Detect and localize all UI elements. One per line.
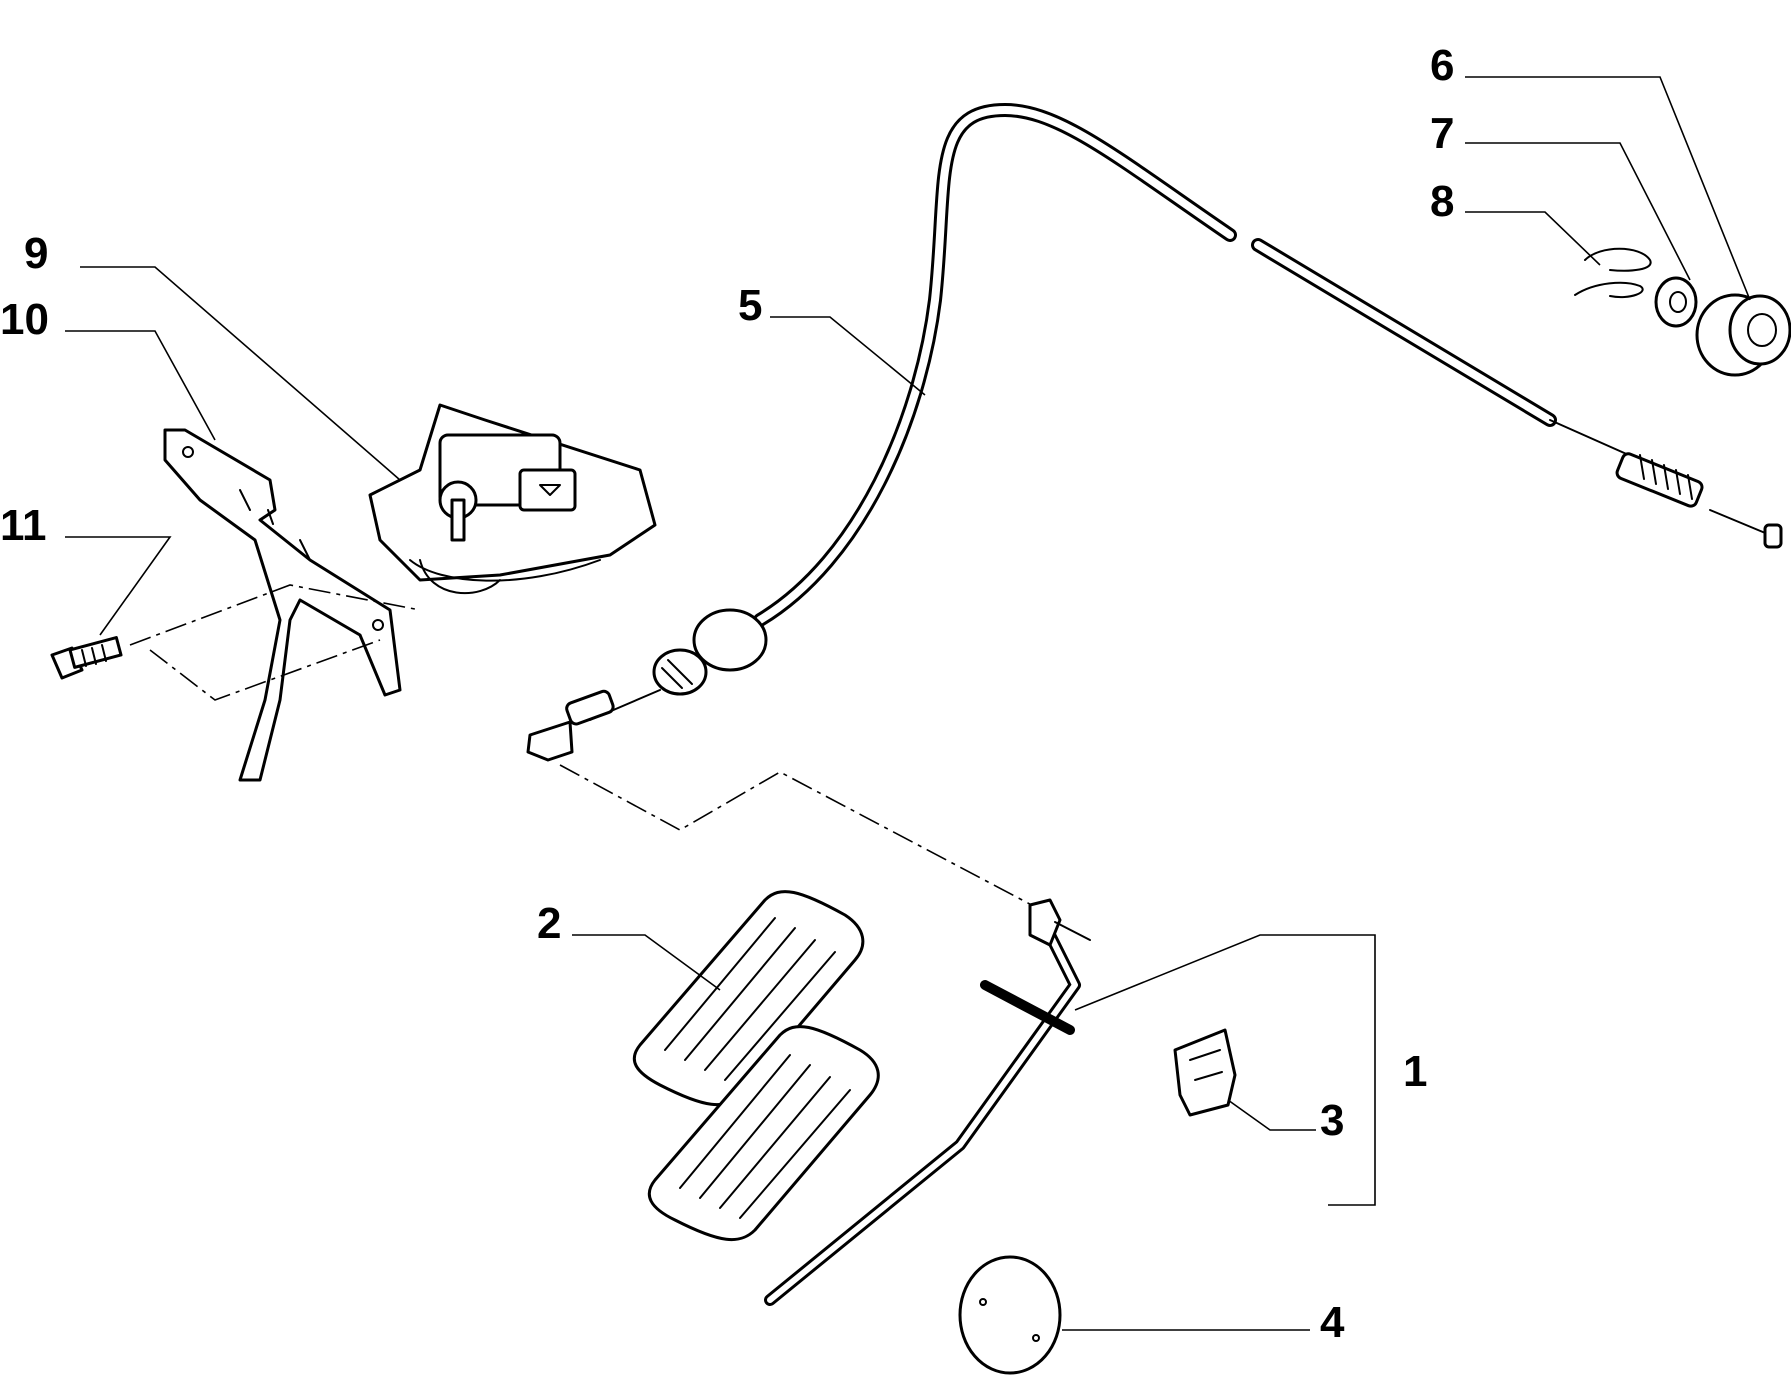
cable-end-fitting — [652, 608, 768, 696]
leader-8 — [1465, 211, 1601, 266]
assembly-line-bolt-bracket — [129, 584, 421, 701]
callout-10: 10 — [0, 295, 49, 344]
pedal-lever-assembly — [647, 898, 1091, 1306]
callout-4: 4 — [1320, 1298, 1345, 1347]
callout-1: 1 — [1403, 1047, 1427, 1096]
callout-7: 7 — [1430, 109, 1454, 158]
accelerator-cable — [526, 103, 1783, 762]
callout-5: 5 — [738, 281, 762, 330]
bolt — [50, 636, 123, 680]
pedal-pad — [632, 890, 865, 1107]
callout-2: 2 — [537, 899, 561, 948]
leader-5 — [770, 316, 926, 396]
pedal-clip — [1173, 1028, 1237, 1117]
callout-11: 11 — [0, 501, 47, 550]
callout-6: 6 — [1430, 41, 1454, 90]
cable-adjuster-spring — [1615, 452, 1704, 508]
pedal-bracket — [163, 428, 402, 782]
leader-2 — [572, 934, 721, 991]
leader-3 — [1227, 1099, 1316, 1131]
leader-11 — [65, 536, 172, 636]
leader-1 — [1074, 934, 1376, 1206]
callout-9: 9 — [24, 229, 48, 278]
leader-6 — [1465, 76, 1751, 301]
floor-disc — [958, 1255, 1062, 1375]
leader-7 — [1465, 142, 1691, 281]
leader-9 — [80, 266, 401, 481]
callout-3: 3 — [1320, 1096, 1344, 1145]
spring-clip — [1574, 247, 1652, 298]
pedal-sensor — [368, 403, 657, 594]
washer — [1654, 276, 1698, 328]
grommet — [1695, 293, 1791, 377]
callout-labels: 6 7 8 9 10 11 5 2 1 3 4 — [0, 41, 1454, 1347]
leader-10 — [65, 330, 216, 441]
leader-lines — [65, 76, 1751, 1331]
cable-end-clip — [526, 689, 615, 762]
callout-8: 8 — [1430, 177, 1454, 226]
assembly-line-cable-pedal — [559, 764, 1061, 921]
